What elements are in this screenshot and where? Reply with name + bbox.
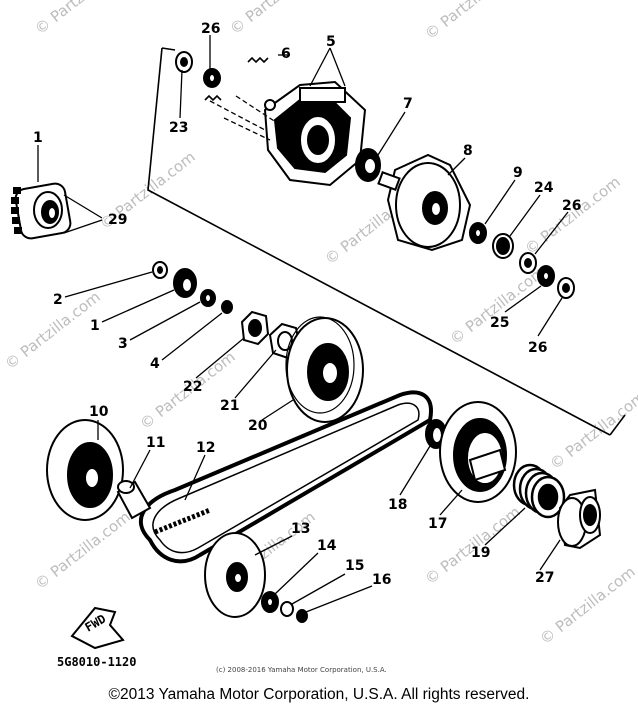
callout-29: 29 bbox=[108, 212, 127, 228]
part-27-cover bbox=[557, 488, 602, 550]
callout-19: 19 bbox=[471, 545, 490, 561]
callout-6: 6 bbox=[281, 46, 291, 62]
leader-lines bbox=[37, 145, 103, 234]
callout-20: 20 bbox=[248, 418, 268, 434]
part-1-gear bbox=[173, 268, 197, 298]
copyright-footer: ©2013 Yamaha Motor Corporation, U.S.A. A… bbox=[108, 686, 530, 703]
callout-18: 18 bbox=[388, 497, 407, 513]
part-28-washer bbox=[203, 68, 221, 88]
callout-1: 1 bbox=[33, 130, 43, 146]
leader-lines bbox=[195, 337, 277, 399]
callout-24: 24 bbox=[534, 180, 554, 196]
leader-line bbox=[484, 507, 526, 546]
leader-lines bbox=[179, 35, 346, 141]
part-24-bearing bbox=[492, 233, 514, 259]
leader-line bbox=[399, 445, 431, 496]
clutch-carrier-assembly bbox=[263, 80, 367, 187]
part-4-clip bbox=[221, 300, 233, 314]
callout-3: 3 bbox=[118, 336, 128, 352]
callout-26: 26 bbox=[562, 198, 581, 214]
leader-lines bbox=[64, 271, 223, 361]
part-26-washer bbox=[519, 252, 537, 274]
part-17-sliding-sheave bbox=[439, 401, 517, 503]
part-11-spacer bbox=[116, 480, 152, 520]
callout-11: 11 bbox=[146, 435, 165, 451]
part-20-primary-sheave bbox=[285, 316, 364, 423]
callout-10: 10 bbox=[89, 404, 109, 420]
callout-25: 25 bbox=[490, 315, 509, 331]
part-1-sprocket-assembly bbox=[11, 182, 72, 240]
part-13-secondary-sheave bbox=[204, 532, 266, 618]
callout-15: 15 bbox=[345, 558, 364, 574]
callout-4: 4 bbox=[150, 356, 160, 372]
part-23-washer bbox=[175, 51, 193, 73]
callout-14: 14 bbox=[317, 538, 337, 554]
callout-9: 9 bbox=[513, 165, 523, 181]
part-19-spring bbox=[512, 463, 566, 519]
callout-labels: 1 2 1 3 4 5 6 7 8 9 10 11 12 13 14 15 16… bbox=[33, 21, 581, 588]
callout-16: 16 bbox=[372, 572, 391, 588]
part-8-clutch-housing bbox=[377, 153, 472, 252]
part-3-collar bbox=[200, 289, 216, 307]
callout-21: 21 bbox=[220, 398, 239, 414]
part-10-sheave bbox=[46, 419, 124, 521]
leader-lines bbox=[484, 179, 569, 337]
part-16-nut bbox=[296, 609, 308, 623]
callout-5: 5 bbox=[326, 34, 336, 50]
part-9-collar bbox=[469, 222, 487, 244]
callout-12: 12 bbox=[196, 440, 215, 456]
watermark: © Partzilla.com bbox=[421, 0, 523, 43]
small-copyright-notice: (c) 2008-2016 Yamaha Motor Corporation, … bbox=[216, 666, 387, 674]
leader-lines bbox=[274, 552, 373, 613]
watermark: © Partzilla.com bbox=[226, 0, 328, 38]
part-6-springs bbox=[204, 56, 269, 102]
leader-line bbox=[254, 535, 293, 556]
part-25-washer bbox=[537, 265, 555, 287]
callout-8: 8 bbox=[463, 143, 473, 159]
leader-line bbox=[439, 489, 463, 516]
callout-27: 27 bbox=[535, 570, 554, 586]
leader-line bbox=[377, 111, 406, 156]
leader-line bbox=[184, 454, 206, 501]
leader-line bbox=[129, 449, 151, 489]
leader-line bbox=[447, 157, 466, 176]
part-7-bearing bbox=[355, 148, 381, 182]
callout-26: 26 bbox=[201, 21, 220, 37]
assembly-frame bbox=[147, 47, 626, 436]
part-26-nut bbox=[557, 277, 575, 299]
callout-23: 23 bbox=[169, 120, 188, 136]
part-2-washer bbox=[152, 261, 168, 279]
watermark: © Partzilla.com bbox=[546, 388, 638, 473]
part-15-washer bbox=[280, 601, 294, 617]
callout-13: 13 bbox=[291, 521, 310, 537]
callout-1: 1 bbox=[90, 318, 100, 334]
callout-26: 26 bbox=[528, 340, 547, 356]
callout-22: 22 bbox=[183, 379, 202, 395]
part-22-nut bbox=[240, 310, 270, 346]
callout-17: 17 bbox=[428, 516, 447, 532]
watermark: © Partzilla.com bbox=[31, 0, 133, 38]
leader-line bbox=[539, 539, 561, 571]
part-18-washer bbox=[425, 419, 447, 449]
diagram-code: 5G8010-1120 bbox=[57, 655, 136, 669]
leader-line bbox=[261, 399, 294, 421]
callout-2: 2 bbox=[53, 292, 63, 308]
callout-7: 7 bbox=[403, 96, 413, 112]
part-14-bearing bbox=[261, 591, 279, 613]
fwd-arrow-icon bbox=[70, 606, 125, 650]
watermark: © Partzilla.com bbox=[446, 263, 548, 348]
